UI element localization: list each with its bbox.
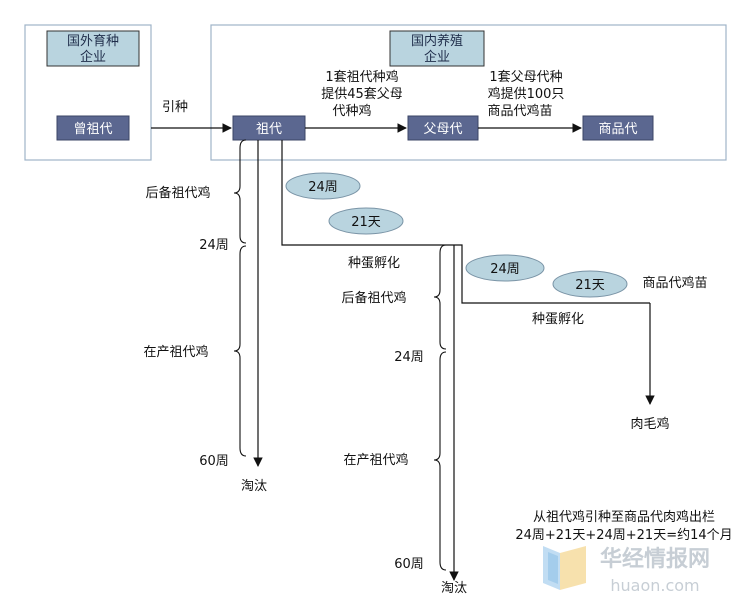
domestic-region-label: 国内养殖 企业 (389, 30, 485, 67)
summary-line1: 从祖代鸡引种至商品代肉鸡出栏 (533, 509, 715, 525)
gp-to-parent-line3: 代种鸡 (332, 103, 371, 119)
watermark-logo-icon (543, 546, 586, 590)
parent-box: 父母代 (407, 115, 479, 141)
summary-line2: 24周+21天+24周+21天=约14个月 (515, 528, 732, 543)
grandparent-box: 祖代 (232, 115, 306, 141)
commercial-box: 商品代 (582, 115, 654, 141)
duration-ellipse-2: 21天 (328, 207, 404, 235)
domestic-region-frame (210, 24, 727, 161)
watermark: 华经情报网 huaon.com (543, 546, 710, 595)
parent-reserve-label: 后备祖代鸡 (341, 290, 406, 306)
duration-4-label: 21天 (575, 278, 605, 293)
duration-ellipse-1: 24周 (285, 172, 361, 200)
parent-to-commercial-line3: 商品代鸡苗 (487, 103, 552, 119)
parent-laying-label: 在产祖代鸡 (343, 452, 408, 468)
cull-b-label: 淘汰 (441, 581, 467, 596)
grandparent-laying-brace (233, 245, 247, 457)
introduce-label: 引种 (162, 100, 188, 115)
grandparent-label: 祖代 (256, 122, 282, 137)
parent-laying-brace (433, 351, 447, 571)
commercial-label: 商品代 (598, 122, 637, 137)
parent-to-commercial-line2: 鸡提供100只 (488, 86, 565, 102)
grand-to-hatch-path (281, 140, 650, 304)
week60-b-label: 60周 (394, 557, 424, 572)
foreign-region-line2: 企业 (80, 49, 106, 65)
duration-2-label: 21天 (351, 215, 381, 230)
week24-a-label: 24周 (199, 238, 229, 253)
watermark-url: huaon.com (610, 576, 699, 595)
foreign-region-line1: 国外育种 (67, 33, 119, 49)
grandparent-laying-label: 在产祖代鸡 (143, 344, 208, 360)
foreign-region-label: 国外育种 企业 (46, 30, 140, 67)
parent-to-commercial-line1: 1套父母代种 (489, 69, 562, 85)
great-grandparent-label: 曾祖代 (73, 122, 112, 137)
parent-reserve-brace (433, 244, 447, 350)
gp-to-parent-line1: 1套祖代种鸡 (325, 69, 398, 85)
week60-a-label: 60周 (199, 454, 229, 469)
hatch-a-label: 种蛋孵化 (348, 256, 400, 271)
duration-ellipse-3: 24周 (465, 254, 545, 282)
cull-a-label: 淘汰 (241, 479, 267, 494)
duration-ellipse-4: 21天 (552, 270, 628, 298)
parent-label: 父母代 (423, 122, 462, 137)
duration-1-label: 24周 (308, 180, 338, 195)
grandparent-reserve-label: 后备祖代鸡 (145, 185, 210, 201)
duration-3-label: 24周 (490, 262, 520, 277)
week24-b-label: 24周 (394, 350, 424, 365)
domestic-region-line2: 企业 (424, 49, 450, 65)
broiler-chicks-label: 商品代鸡苗 (642, 275, 707, 291)
broiler-label: 肉毛鸡 (630, 416, 669, 432)
foreign-region-frame (24, 24, 152, 161)
watermark-brand: 华经情报网 (600, 546, 710, 572)
domestic-region-line1: 国内养殖 (411, 33, 463, 49)
grandparent-reserve-brace (233, 139, 247, 244)
great-grandparent-box: 曾祖代 (56, 115, 130, 141)
gp-to-parent-line2: 提供45套父母 (321, 86, 403, 102)
hatch-b-label: 种蛋孵化 (532, 312, 584, 327)
